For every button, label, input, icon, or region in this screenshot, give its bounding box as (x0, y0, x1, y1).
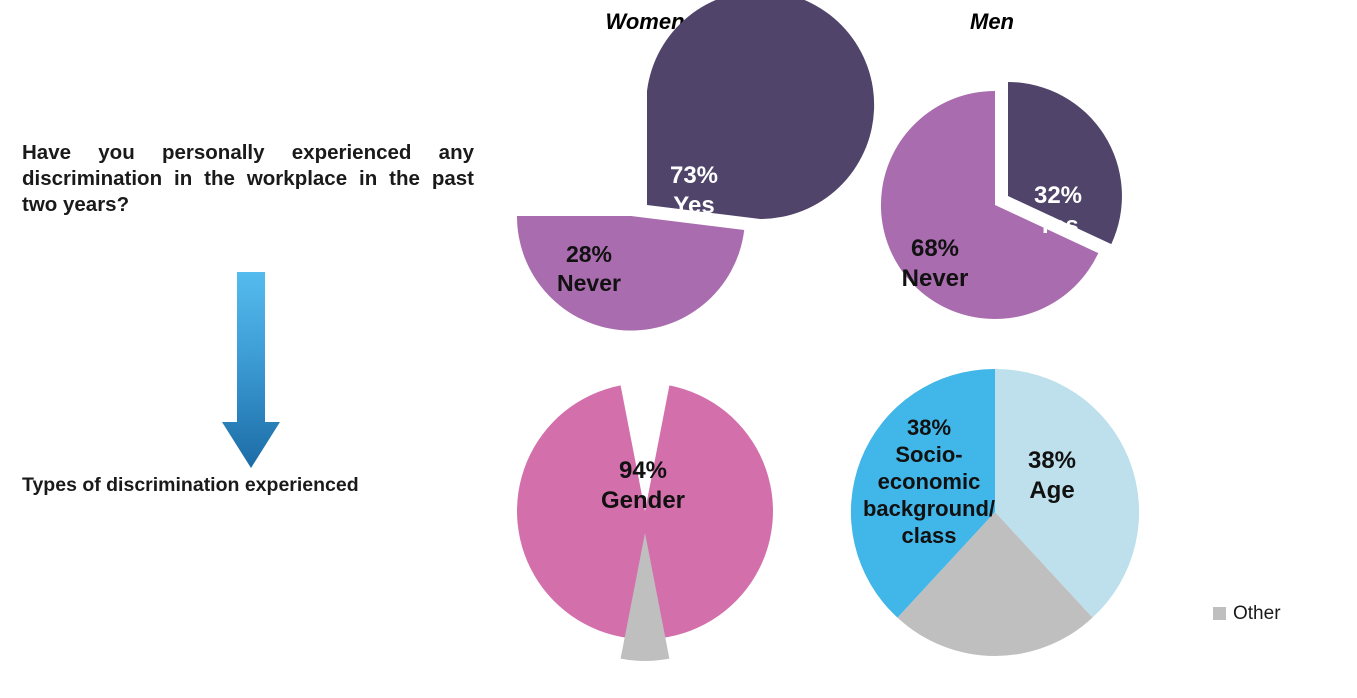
legend-swatch-other-icon (1213, 607, 1226, 620)
types-of-discrimination-label: Types of discrimination experienced (22, 474, 359, 496)
pie-chart-women-types: 94% Gender (495, 368, 815, 698)
pie-slice-women-yes[interactable] (647, 0, 875, 219)
column-header-men: Men (970, 9, 1014, 34)
slice-label-women-types-gender-name: Gender (601, 487, 685, 514)
slice-label-men-types-socio-pct: 38% (907, 415, 951, 440)
pie-slice-men-never[interactable] (880, 90, 1099, 319)
slice-label-women-never-name: Never (557, 270, 621, 296)
legend: Other (1213, 604, 1281, 623)
slice-label-men-types-socio-line3: background/ (863, 496, 995, 521)
pie-chart-women-discrimination: 73% Yes 28% Never (490, 0, 875, 365)
pie-slice-men-types-socio[interactable] (850, 368, 995, 618)
pie-chart-men-discrimination: 32% Yes 68% Never (835, 55, 1165, 365)
slice-label-men-types-age-name: Age (1029, 477, 1074, 504)
slice-label-women-yes-name: Yes (673, 192, 714, 219)
slice-label-men-yes-name: Yes (1037, 212, 1078, 239)
slice-label-women-types-gender-pct: 94% (619, 457, 667, 484)
slice-label-men-types-socio-line1: Socio- (895, 442, 962, 467)
slice-label-men-types-socio-line4: class (901, 523, 956, 548)
slice-label-women-yes-pct: 73% (670, 162, 718, 189)
slice-label-men-never-pct: 68% (911, 235, 959, 262)
column-header-women: Women (605, 9, 685, 34)
pie-chart-men-types: 38% Age 38% Socio- economic background/ … (840, 362, 1160, 662)
pie-slice-men-types-other[interactable] (897, 512, 1093, 656)
pie-slice-men-yes[interactable] (1008, 82, 1122, 245)
slice-label-men-yes-pct: 32% (1034, 182, 1082, 209)
down-arrow-icon (218, 272, 284, 470)
slice-label-women-never-pct: 28% (566, 241, 612, 267)
pie-slice-women-never[interactable] (516, 216, 745, 331)
pie-slice-women-types-gender[interactable] (517, 385, 773, 640)
slice-label-men-types-age-pct: 38% (1028, 447, 1076, 474)
slice-label-men-types-socio-line2: economic (878, 469, 981, 494)
pie-slice-women-types-other[interactable] (620, 533, 670, 661)
slice-label-men-never-name: Never (902, 265, 969, 292)
legend-label-other: Other (1233, 603, 1281, 624)
pie-slice-men-types-age[interactable] (995, 368, 1140, 618)
survey-question-text: Have you personally experienced any disc… (22, 141, 474, 216)
